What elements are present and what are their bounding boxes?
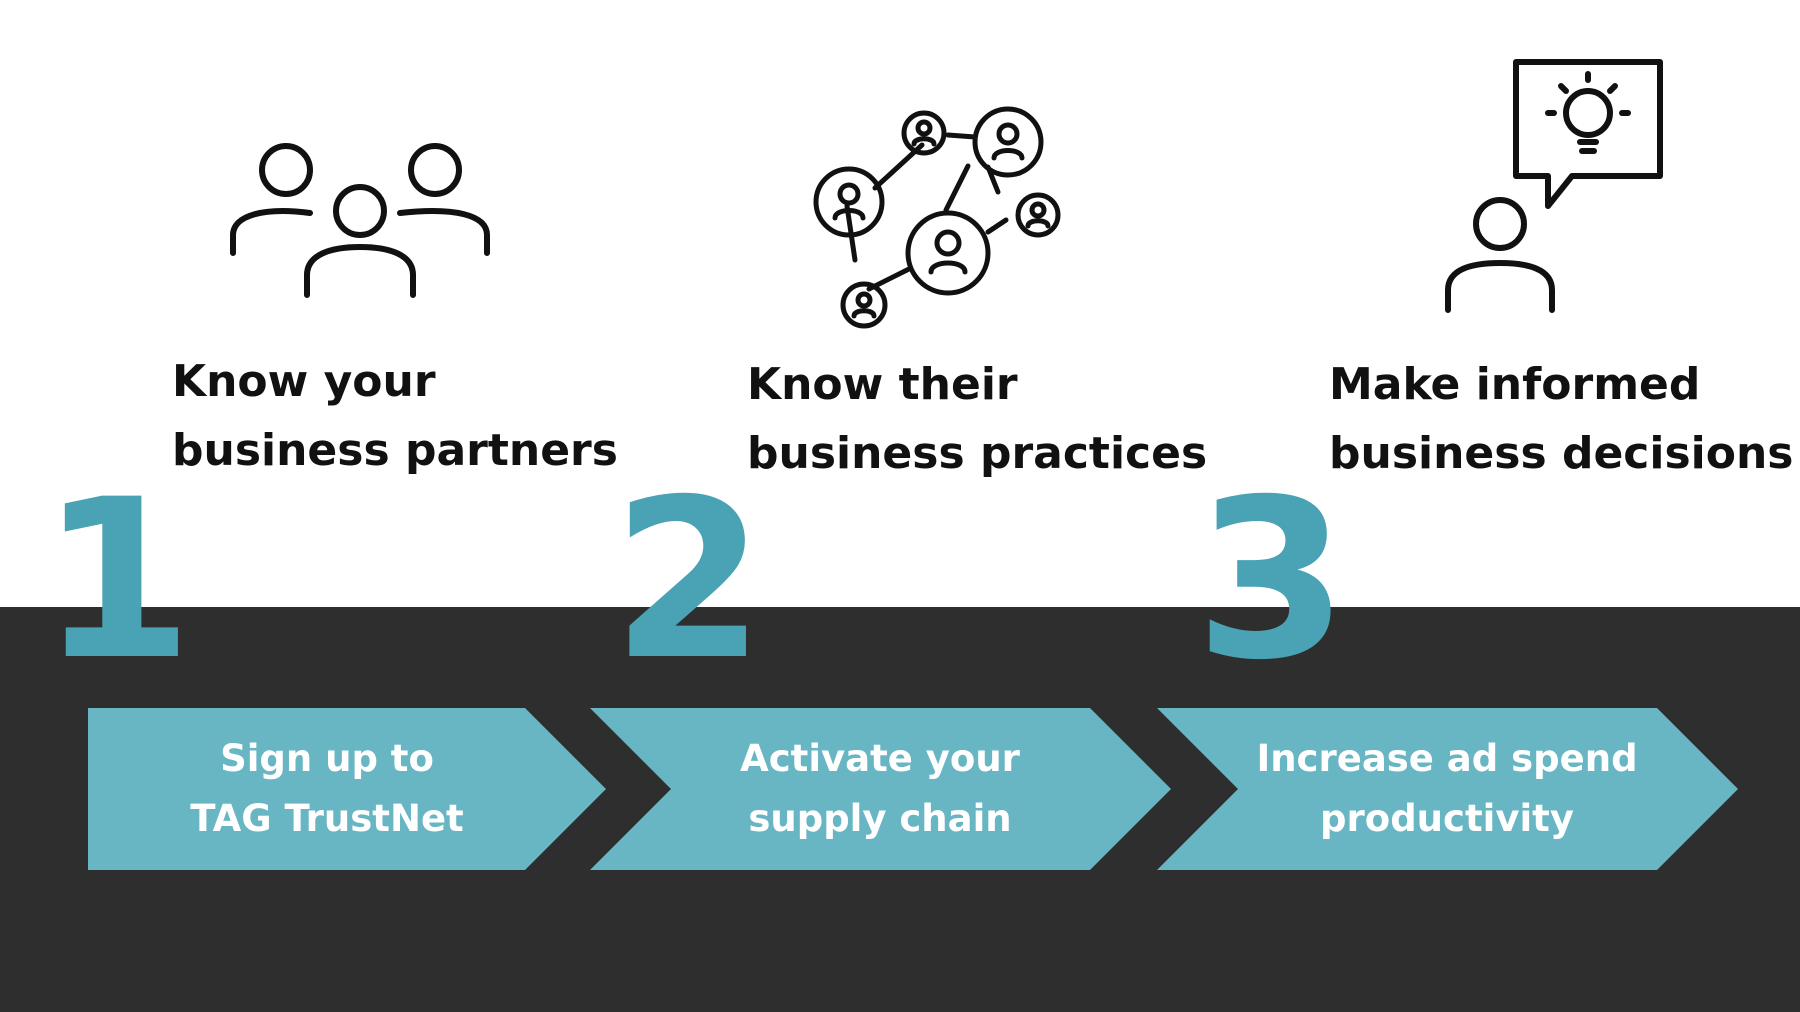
heading-know-their-business-practices: Know their business practices [747, 359, 1208, 479]
step-number-1: 1 [40, 452, 194, 708]
step-label-2: Activate your supply chain [740, 737, 1020, 840]
step-label-1: Sign up to TAG TrustNet [190, 737, 464, 840]
step-arrow-2: Activate your supply chain [590, 708, 1175, 870]
network-of-people-icon [812, 105, 1067, 335]
step-arrow-3: Increase ad spend productivity [1157, 708, 1742, 870]
heading-know-your-business-partners: Know your business partners [172, 356, 618, 476]
person-with-idea-icon [1440, 58, 1670, 318]
group-of-people-icon [225, 135, 505, 305]
step-label-3: Increase ad spend productivity [1256, 737, 1638, 840]
step-number-3: 3 [1195, 452, 1349, 708]
heading-make-informed-business-decisions: Make informed business decisions [1329, 359, 1794, 479]
step-arrow-1: Sign up to TAG TrustNet [88, 708, 608, 870]
step-number-2: 2 [612, 452, 766, 708]
